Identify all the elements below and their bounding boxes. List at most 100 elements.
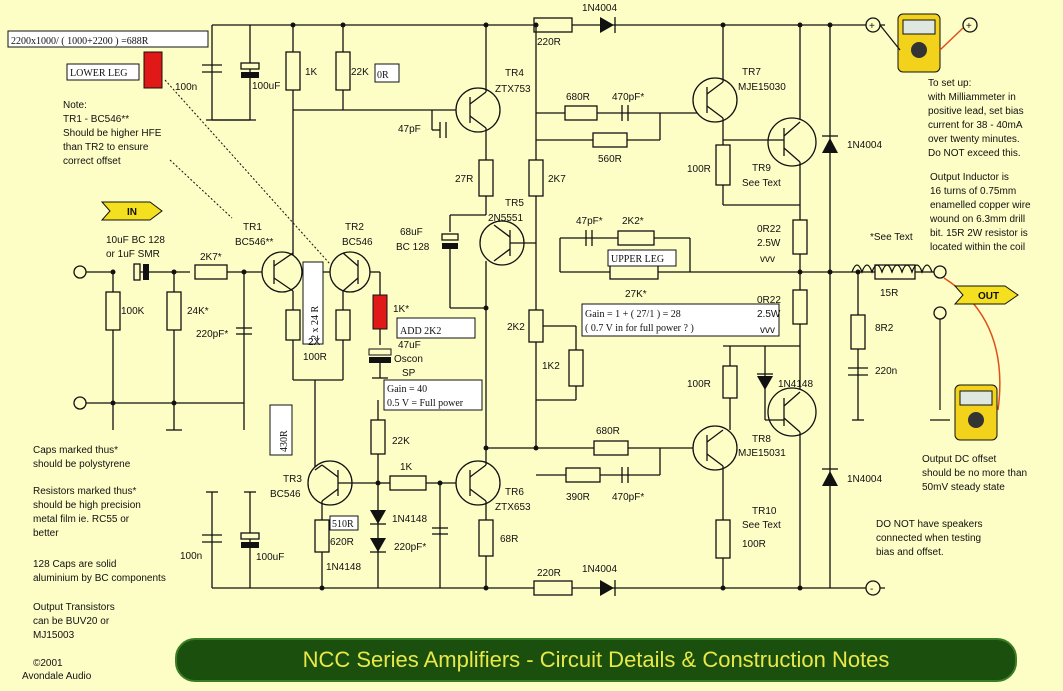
resistor-22k-top	[335, 51, 351, 91]
svg-text:2N5551: 2N5551	[488, 213, 523, 224]
footer-title: NCC Series Amplifiers - Circuit Details …	[302, 647, 890, 672]
upper-leg-box	[607, 249, 677, 267]
resistor-24k	[166, 291, 182, 331]
svg-text:16 turns of 0.75mm: 16 turns of 0.75mm	[930, 186, 1016, 197]
resistor-tr2-emitter	[335, 309, 351, 341]
svg-text:470pF*: 470pF*	[612, 492, 644, 503]
resistor-tr1-emitter	[285, 309, 301, 341]
resistor-220r-bot	[533, 580, 573, 596]
resistor-27r	[478, 159, 494, 197]
gain-28-box	[581, 303, 780, 337]
two-x-24r-text: 2 x 24 R	[310, 306, 321, 341]
svg-text:Should be higher HFE: Should be higher HFE	[63, 128, 162, 139]
svg-text:2K7: 2K7	[548, 174, 566, 185]
svg-text:can be BUV20 or: can be BUV20 or	[33, 616, 110, 627]
tr8-transistor	[692, 425, 738, 471]
resistor-1k2	[568, 349, 584, 387]
svg-text:100K: 100K	[121, 306, 145, 317]
add-2k2-box	[396, 317, 476, 339]
diode-1n4148-a	[370, 510, 386, 524]
svg-text:680R: 680R	[566, 92, 590, 103]
svg-text:©2001: ©2001	[33, 658, 63, 669]
in-arrow	[100, 201, 163, 221]
svg-text:2K2: 2K2	[507, 322, 525, 333]
svg-text:1N4004: 1N4004	[582, 564, 617, 575]
svg-text:than TR2 to ensure: than TR2 to ensure	[63, 142, 149, 153]
formula-box	[7, 30, 209, 48]
svg-text:over twenty minutes.: over twenty minutes.	[928, 134, 1020, 145]
add-2k2-text: ADD 2K2	[400, 326, 441, 337]
svg-text:TR8: TR8	[752, 434, 771, 445]
tr10-transistor	[765, 387, 817, 437]
resistor-0r22-upper	[792, 219, 808, 255]
svg-text:680R: 680R	[596, 426, 620, 437]
svg-text:TR7: TR7	[742, 67, 761, 78]
svg-text:1K2: 1K2	[542, 361, 560, 372]
plus-symbol: +	[869, 21, 875, 32]
svg-text:DO NOT have speakers: DO NOT have speakers	[876, 519, 983, 530]
svg-text:Avondale Audio: Avondale Audio	[22, 671, 92, 682]
svg-text:220R: 220R	[537, 568, 561, 579]
caps128-note: 128 Caps are solid aluminium by BC compo…	[33, 559, 166, 584]
svg-text:better: better	[33, 528, 59, 539]
svg-text:Do NOT exceed this.: Do NOT exceed this.	[928, 148, 1021, 159]
svg-text:50mV steady state: 50mV steady state	[922, 482, 1005, 493]
svg-text:1N4148: 1N4148	[392, 514, 427, 525]
svg-text:vvv: vvv	[760, 325, 775, 336]
tr5-transistor	[479, 220, 536, 266]
top-rail-filter	[202, 25, 260, 121]
svg-text:aluminium by BC components: aluminium by BC components	[33, 573, 166, 584]
svg-text:TR9: TR9	[752, 163, 771, 174]
svg-text:1K: 1K	[400, 462, 413, 473]
svg-text:128 Caps are solid: 128 Caps are solid	[33, 559, 116, 570]
tr2-transistor	[329, 251, 371, 293]
resistor-2k2-star	[617, 230, 655, 246]
gain-40-line2: 0.5 V = Full power	[387, 398, 464, 409]
svg-text:560R: 560R	[598, 154, 622, 165]
svg-text:22K: 22K	[351, 67, 369, 78]
gain-28-line1: Gain = 1 + ( 27/1 ) = 28	[585, 309, 681, 320]
resistors-note: Resistors marked thus* should be high pr…	[33, 486, 141, 539]
svg-text:should be high precision: should be high precision	[33, 500, 141, 511]
svg-text:100uF: 100uF	[252, 81, 280, 92]
resistor-220r-top	[533, 17, 573, 33]
offset-note: Output DC offset should be no more than …	[922, 454, 1027, 493]
milliammeter-icon	[897, 13, 941, 73]
two-x-24r-box	[302, 261, 324, 345]
out-label: OUT	[978, 291, 999, 302]
svg-text:TR3: TR3	[283, 474, 302, 485]
potentiometer-2k2	[528, 309, 544, 343]
svg-text:See Text: See Text	[742, 178, 781, 189]
upper-leg-text: UPPER LEG	[611, 254, 664, 265]
input-terminal	[73, 265, 87, 279]
svg-text:Oscon: Oscon	[394, 354, 423, 365]
svg-text:220R: 220R	[537, 37, 561, 48]
430r-box	[269, 404, 293, 456]
positive-out-terminal	[962, 17, 978, 33]
tr1-transistor	[261, 251, 303, 293]
tr6-transistor	[455, 460, 501, 506]
tr7-transistor	[692, 25, 738, 123]
see-text-label: *See Text	[870, 232, 913, 243]
svg-text:47pF: 47pF	[398, 124, 421, 135]
svg-text:1K: 1K	[305, 67, 318, 78]
svg-text:1N4148: 1N4148	[778, 379, 813, 390]
resistor-560r	[592, 132, 628, 148]
speaker-warning-note: DO NOT have speakers connected when test…	[876, 519, 983, 558]
svg-text:27R: 27R	[455, 174, 473, 185]
svg-text:220pF*: 220pF*	[394, 542, 426, 553]
red-marker-lower-leg	[143, 51, 163, 89]
svg-text:+: +	[966, 21, 972, 32]
svg-text:22K: 22K	[392, 436, 410, 447]
svg-text:2X: 2X	[308, 337, 321, 348]
svg-text:should be polystyrene: should be polystyrene	[33, 459, 131, 470]
svg-text:220n: 220n	[875, 366, 897, 377]
negative-terminal	[865, 580, 881, 596]
svg-text:2K7*: 2K7*	[200, 252, 222, 263]
resistor-100r-tr10	[715, 519, 731, 559]
zero-ohm-text: 0R	[377, 70, 389, 81]
output-inductor	[851, 264, 933, 274]
svg-text:BC546: BC546	[270, 489, 301, 500]
svg-text:positive lead, set bias: positive lead, set bias	[928, 106, 1024, 117]
